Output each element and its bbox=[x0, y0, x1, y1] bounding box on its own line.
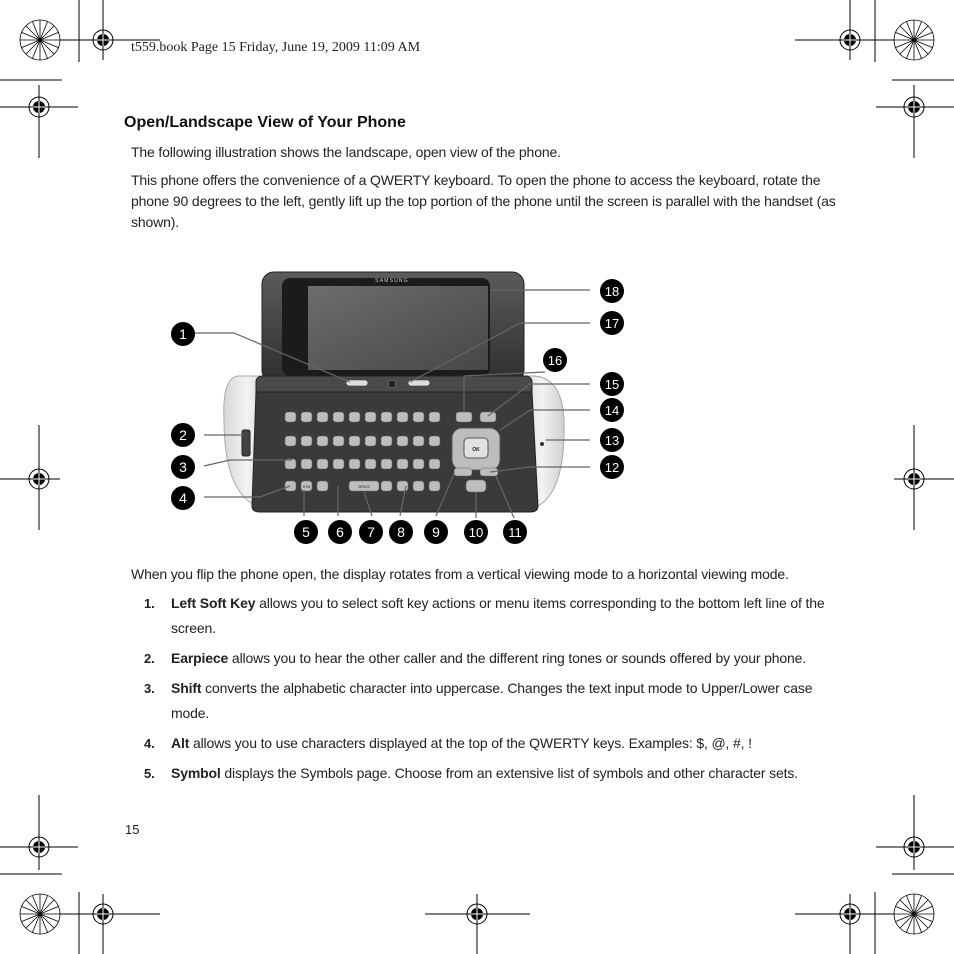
svg-text:14: 14 bbox=[605, 403, 619, 418]
ok-key-label: OK bbox=[472, 447, 480, 453]
svg-text:10: 10 bbox=[469, 525, 483, 540]
callout-14: 14 bbox=[600, 398, 624, 422]
svg-text:13: 13 bbox=[605, 433, 619, 448]
callout-10: 10 bbox=[464, 520, 488, 544]
svg-text:3: 3 bbox=[179, 459, 187, 475]
svg-text:16: 16 bbox=[548, 353, 562, 368]
intro-paragraph-2: This phone offers the convenience of a Q… bbox=[131, 172, 836, 230]
callout-3: 3 bbox=[171, 455, 195, 479]
callout-6: 6 bbox=[328, 520, 352, 544]
list-item: 1.Left Soft Key allows you to select sof… bbox=[144, 595, 825, 636]
svg-text:4: 4 bbox=[179, 490, 187, 506]
ok-key bbox=[463, 437, 489, 459]
back-key bbox=[465, 479, 487, 493]
callout-1: 1 bbox=[171, 322, 195, 346]
callout-13: 13 bbox=[600, 428, 624, 452]
list-item: 5.Symbol displays the Symbols page. Choo… bbox=[144, 765, 798, 781]
key-row-1 bbox=[284, 411, 441, 423]
end-key bbox=[479, 467, 499, 477]
camera-key bbox=[479, 411, 497, 423]
send-key bbox=[453, 467, 473, 477]
callout-7: 7 bbox=[359, 520, 383, 544]
display-screen bbox=[308, 286, 488, 370]
brand-logo: SAMSUNG bbox=[375, 278, 409, 284]
callout-2: 2 bbox=[171, 423, 195, 447]
feature-list: 1.Left Soft Key allows you to select sof… bbox=[131, 591, 831, 791]
phone-illustration: SAMSUNG SPACE SYM OK bbox=[171, 271, 624, 544]
svg-text:2: 2 bbox=[179, 427, 187, 443]
svg-text:15: 15 bbox=[605, 377, 619, 392]
key-row-2 bbox=[284, 435, 441, 447]
callout-15: 15 bbox=[600, 372, 624, 396]
section-title: Open/Landscape View of Your Phone bbox=[124, 114, 406, 131]
svg-text:5: 5 bbox=[302, 524, 310, 540]
earpiece bbox=[387, 379, 397, 389]
callout-8: 8 bbox=[389, 520, 413, 544]
svg-text:12: 12 bbox=[605, 460, 619, 475]
key-row-4 bbox=[284, 480, 441, 492]
svg-text:8: 8 bbox=[397, 524, 405, 540]
message-key bbox=[455, 411, 473, 423]
right-soft-key bbox=[407, 379, 431, 387]
side-connector bbox=[540, 442, 544, 446]
space-key-label: SPACE bbox=[358, 485, 370, 489]
callout-17: 17 bbox=[600, 311, 624, 335]
callout-11: 11 bbox=[503, 520, 527, 544]
callout-4: 4 bbox=[171, 486, 195, 510]
running-header: t559.book Page 15 Friday, June 19, 2009 … bbox=[131, 40, 421, 55]
space-key bbox=[348, 480, 380, 492]
page-number: 15 bbox=[125, 822, 140, 837]
callout-9: 9 bbox=[424, 520, 448, 544]
list-item: 3.Shift converts the alphabetic characte… bbox=[144, 680, 813, 721]
intro-paragraph-1: The following illustration shows the lan… bbox=[131, 144, 561, 160]
callout-5: 5 bbox=[294, 520, 318, 544]
after-illustration-paragraph: When you flip the phone open, the displa… bbox=[131, 566, 789, 582]
key-row-3 bbox=[284, 458, 441, 470]
callout-12: 12 bbox=[600, 455, 624, 479]
svg-text:11: 11 bbox=[508, 525, 522, 540]
svg-text:6: 6 bbox=[336, 524, 344, 540]
svg-text:17: 17 bbox=[605, 316, 619, 331]
svg-text:18: 18 bbox=[605, 284, 619, 299]
svg-text:1: 1 bbox=[179, 326, 187, 342]
sym-key-label: SYM bbox=[303, 485, 311, 489]
svg-text:7: 7 bbox=[367, 524, 375, 540]
left-soft-key bbox=[345, 379, 369, 387]
svg-text:9: 9 bbox=[432, 524, 440, 540]
callout-18: 18 bbox=[600, 279, 624, 303]
list-item: 2.Earpiece allows you to hear the other … bbox=[144, 650, 807, 666]
callout-16: 16 bbox=[543, 348, 567, 372]
list-item: 4.Alt allows you to use characters displ… bbox=[144, 735, 752, 751]
volume-key bbox=[241, 429, 251, 457]
